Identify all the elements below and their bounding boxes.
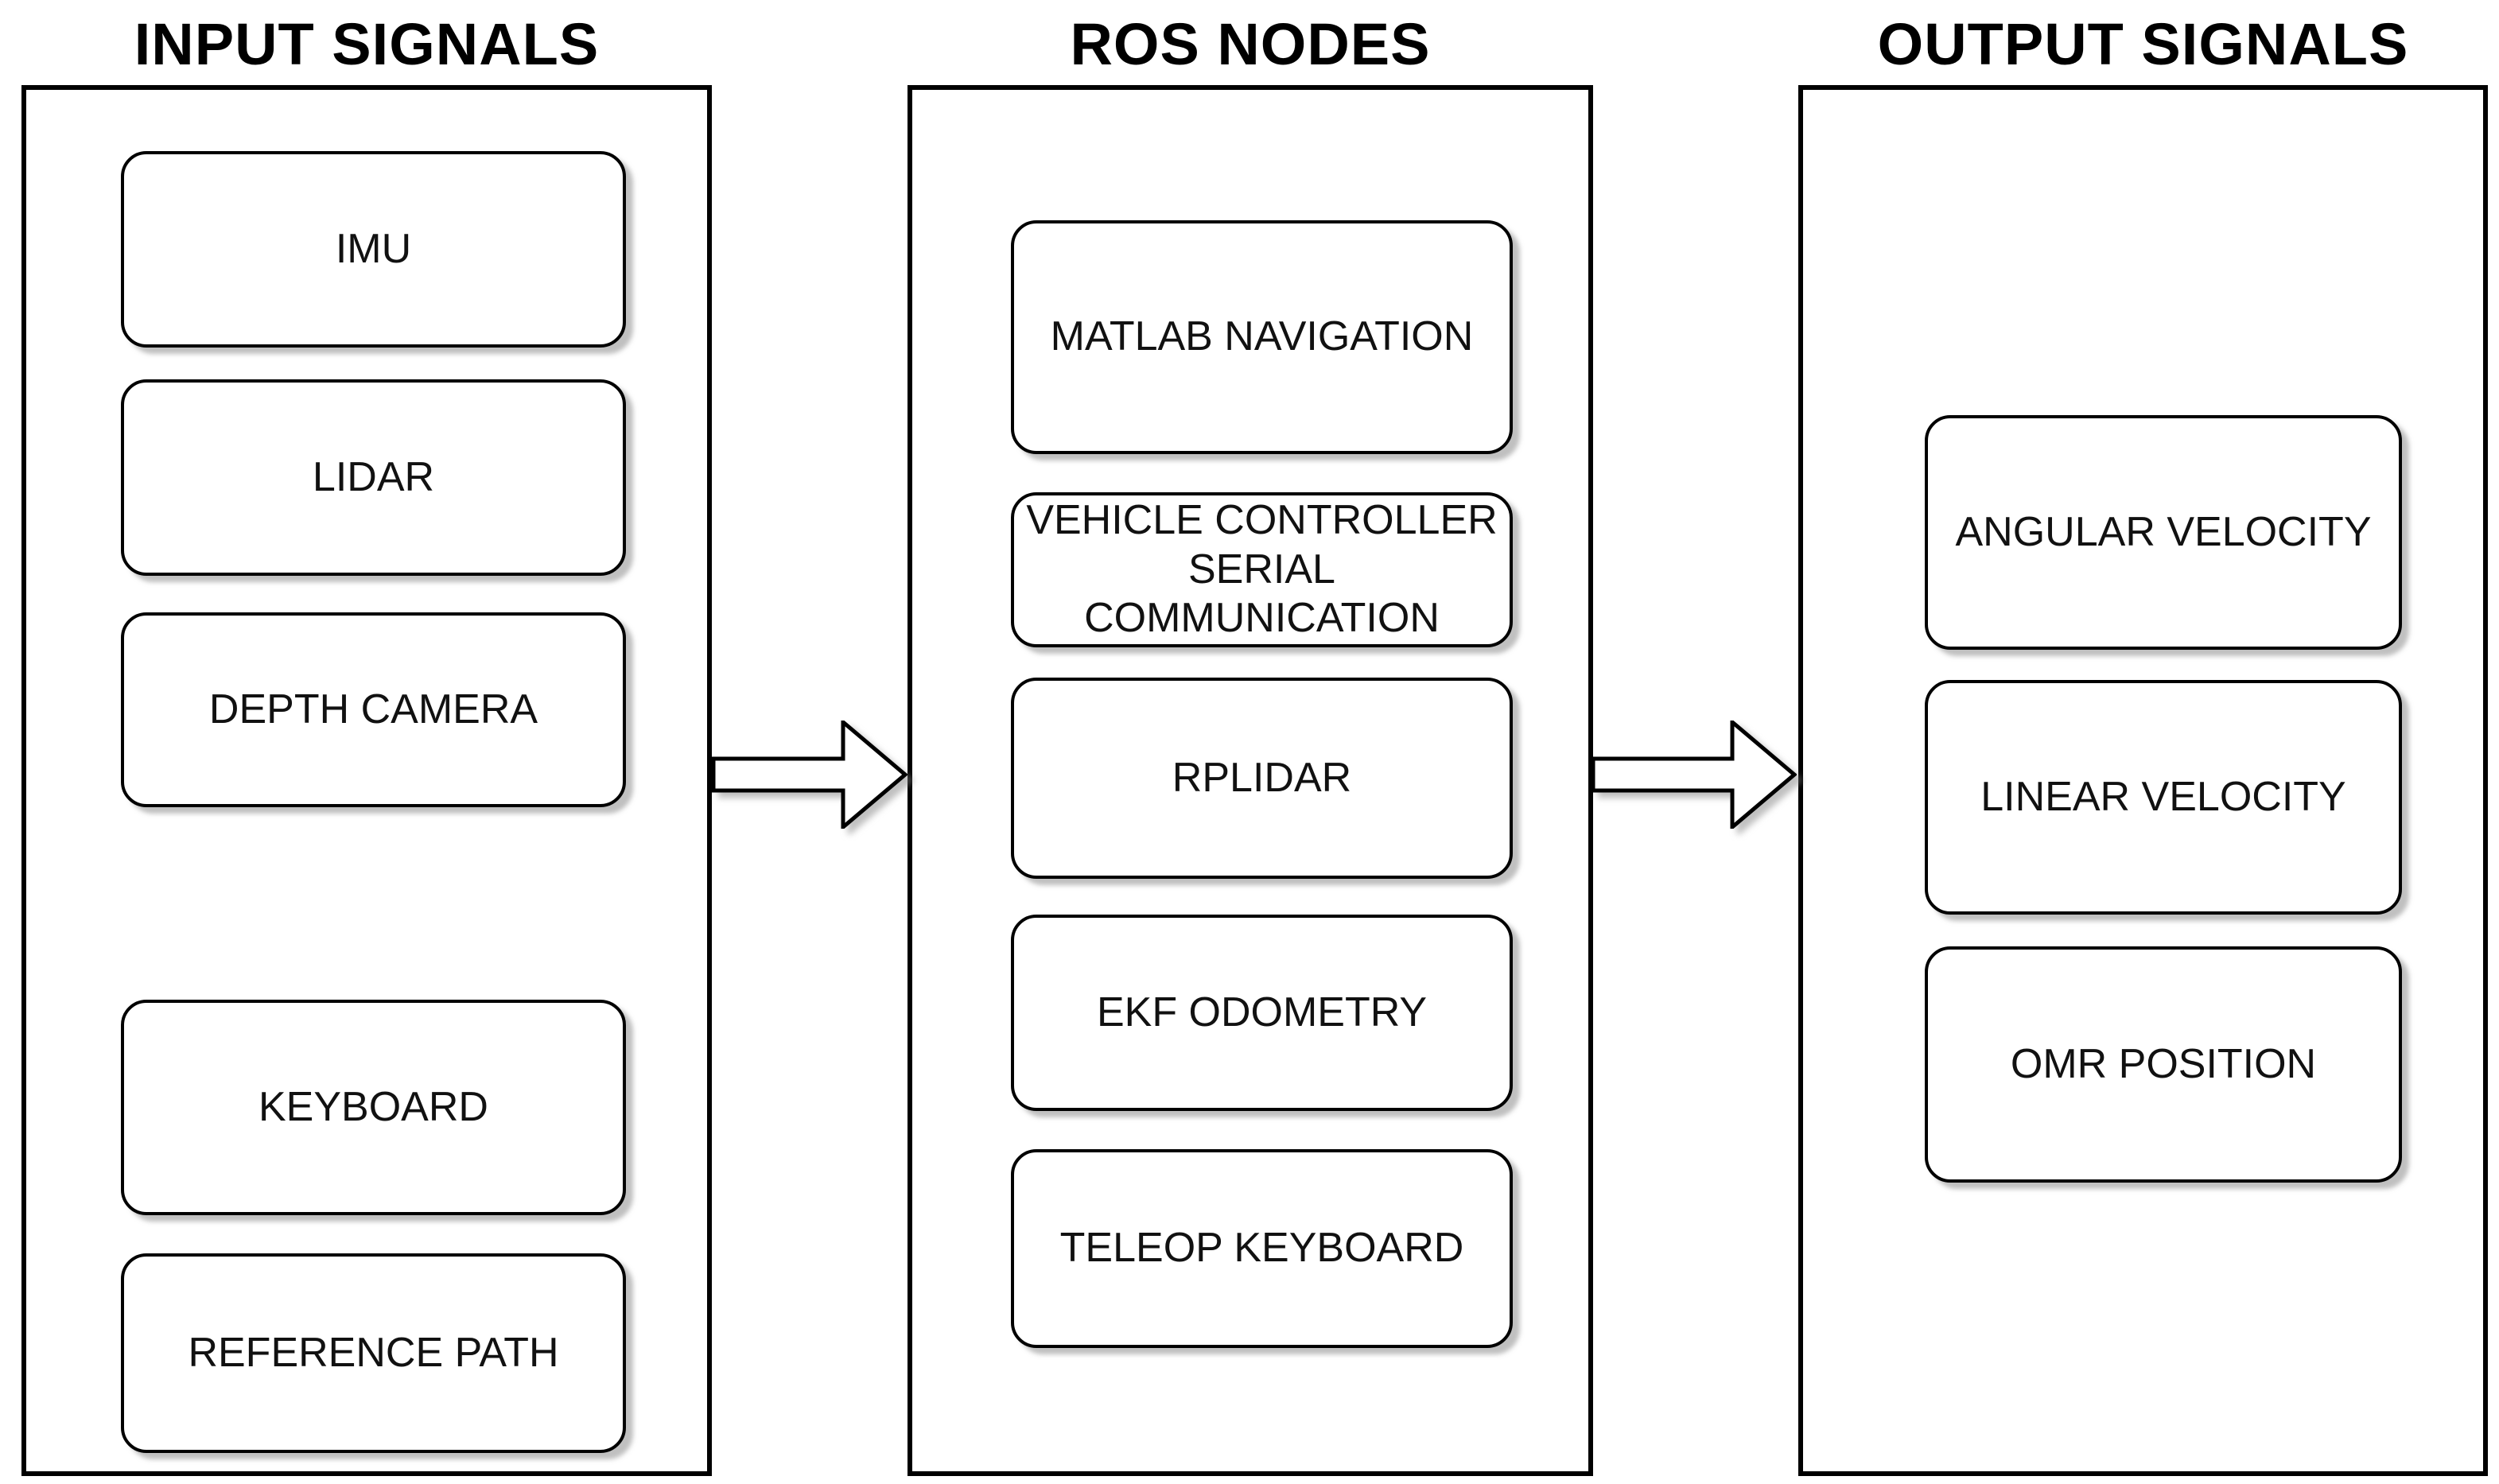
column-title-ros-nodes: ROS NODES: [1070, 11, 1431, 77]
node-imu: IMU: [121, 151, 626, 348]
node-label: DEPTH CAMERA: [208, 686, 538, 732]
node-reference-path: REFERENCE PATH: [121, 1253, 626, 1453]
node-label: IMU: [335, 225, 412, 272]
node-label: LINEAR VELOCITY: [1980, 773, 2346, 820]
node-label: EKF ODOMETRY: [1096, 989, 1428, 1035]
node-vehicle-controller-serial-communication: VEHICLE CONTROLLER SERIAL COMMUNICATION: [1011, 492, 1513, 647]
node-label: OMR POSITION: [2010, 1040, 2317, 1087]
node-depth-camera: DEPTH CAMERA: [121, 612, 626, 807]
column-title-input-signals: INPUT SIGNALS: [134, 11, 600, 77]
node-label: MATLAB NAVIGATION: [1050, 313, 1474, 360]
node-label: REFERENCE PATH: [188, 1329, 559, 1376]
node-teleop-keyboard: TELEOP KEYBOARD: [1011, 1149, 1513, 1348]
node-label: ANGULAR VELOCITY: [1955, 508, 2372, 555]
node-omr-position: OMR POSITION: [1925, 946, 2402, 1183]
node-ekf-odometry: EKF ODOMETRY: [1011, 915, 1513, 1111]
node-label: TELEOP KEYBOARD: [1059, 1225, 1464, 1272]
node-label: LIDAR: [312, 453, 435, 500]
node-label: RPLIDAR: [1172, 754, 1352, 801]
flow-arrow-input-to-ros: [712, 721, 907, 829]
node-keyboard: KEYBOARD: [121, 1000, 626, 1215]
node-angular-velocity: ANGULAR VELOCITY: [1925, 415, 2402, 650]
right-arrow-icon: [1592, 721, 1797, 829]
node-linear-velocity: LINEAR VELOCITY: [1925, 680, 2402, 915]
right-arrow-icon: [712, 721, 907, 829]
node-label: VEHICLE CONTROLLER SERIAL COMMUNICATION: [1026, 497, 1498, 642]
node-matlab-navigation: MATLAB NAVIGATION: [1011, 220, 1513, 454]
flow-arrow-ros-to-output: [1592, 721, 1797, 829]
node-rplidar: RPLIDAR: [1011, 678, 1513, 879]
column-title-output-signals: OUTPUT SIGNALS: [1877, 11, 2409, 77]
node-lidar: LIDAR: [121, 379, 626, 576]
node-label: KEYBOARD: [258, 1083, 488, 1130]
